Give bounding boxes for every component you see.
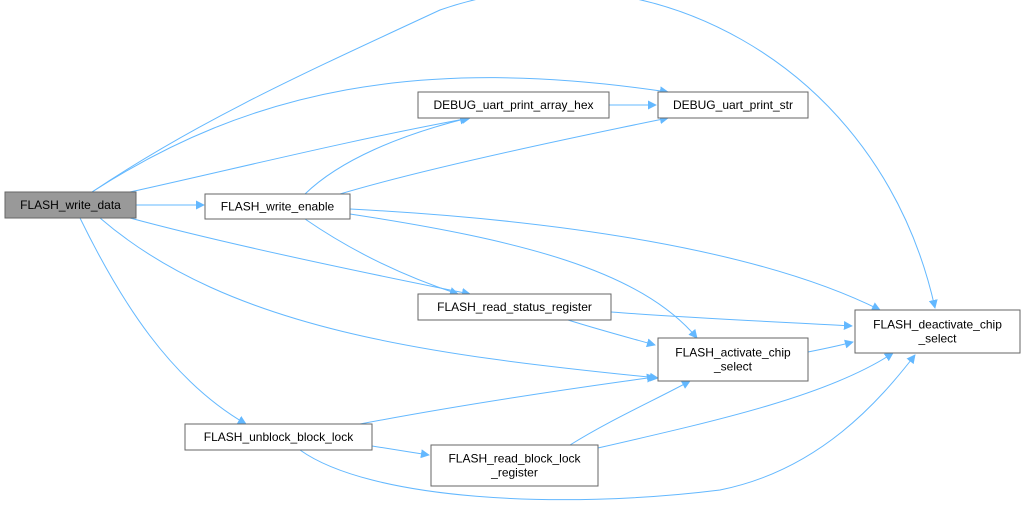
node-box bbox=[854, 309, 1021, 354]
node-label: DEBUG_uart_print_str bbox=[673, 98, 793, 112]
node-label: FLASH_write_enable bbox=[221, 200, 335, 214]
node-deactivate[interactable]: FLASH_deactivate_chip_select bbox=[854, 309, 1021, 354]
node-label: FLASH_write_data bbox=[20, 198, 121, 212]
edge-read-block-to-activate bbox=[569, 380, 691, 446]
edge-write-data-to-print-hex bbox=[129, 115, 471, 193]
nodes: FLASH_write_data FLASH_write_enableFLASH_… bbox=[4, 91, 1021, 487]
node-label: FLASH_read_status_register bbox=[437, 300, 592, 314]
node-label: _register bbox=[490, 466, 538, 480]
node-label: _select bbox=[917, 332, 957, 346]
node-label: FLASH_read_block_lock bbox=[448, 452, 581, 466]
node-label: FLASH_deactivate_chip bbox=[873, 318, 1002, 332]
edge-read-status-to-deactivate bbox=[610, 311, 853, 331]
edge-unblock-to-activate bbox=[359, 373, 656, 425]
node-activate[interactable]: FLASH_activate_chip_select bbox=[657, 337, 809, 382]
node-box bbox=[184, 423, 373, 451]
node-label: DEBUG_uart_print_array_hex bbox=[433, 98, 593, 112]
edge-unblock-to-deactivate bbox=[299, 354, 916, 501]
edge-write-enable-to-read-status bbox=[304, 218, 459, 296]
edge-write-data-to-read-status bbox=[129, 217, 471, 297]
node-write-data[interactable]: FLASH_write_data bbox=[4, 191, 137, 219]
edge-write-data-to-deactivate bbox=[91, 0, 938, 309]
edge-write-enable-to-deactivate bbox=[349, 208, 881, 311]
node-box bbox=[430, 444, 599, 487]
node-unblock[interactable]: FLASH_unblock_block_lock bbox=[184, 423, 373, 451]
edge-write-enable-to-print-str bbox=[339, 115, 669, 195]
edge-read-block-to-deactivate bbox=[597, 352, 894, 449]
node-label: FLASH_unblock_block_lock bbox=[204, 430, 354, 444]
edges bbox=[79, 0, 938, 501]
node-box bbox=[204, 193, 351, 220]
edge-write-data-to-unblock bbox=[79, 217, 247, 425]
node-box bbox=[417, 293, 612, 321]
node-print-str[interactable]: DEBUG_uart_print_str bbox=[657, 91, 809, 119]
edge-read-status-to-activate bbox=[567, 319, 656, 348]
node-label: _select bbox=[713, 360, 753, 374]
node-read-status[interactable]: FLASH_read_status_register bbox=[417, 293, 612, 321]
edge-write-data-to-activate bbox=[99, 217, 659, 382]
edge-activate-to-deactivate bbox=[807, 339, 854, 353]
node-box bbox=[657, 337, 809, 382]
edge-unblock-to-read-block bbox=[371, 445, 430, 459]
node-label: FLASH_activate_chip bbox=[675, 346, 791, 360]
node-write-enable[interactable]: FLASH_write_enable bbox=[204, 193, 351, 220]
edge-write-data-to-print-str bbox=[91, 77, 669, 193]
node-box bbox=[657, 91, 809, 119]
edge-write-enable-to-activate bbox=[349, 213, 698, 339]
edge-write-enable-to-print-hex bbox=[304, 115, 469, 195]
node-box bbox=[417, 91, 610, 119]
node-read-block[interactable]: FLASH_read_block_lock_register bbox=[430, 444, 599, 487]
node-print-hex[interactable]: DEBUG_uart_print_array_hex bbox=[417, 91, 610, 119]
node-box bbox=[4, 191, 137, 219]
